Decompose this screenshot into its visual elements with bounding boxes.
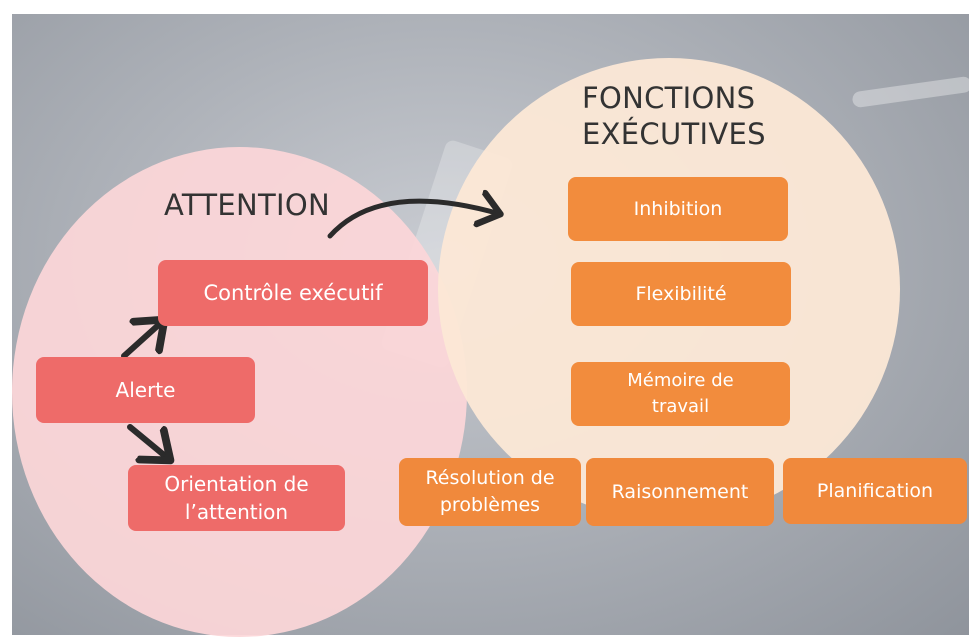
fonctions-executives-heading: FONCTIONS EXÉCUTIVES: [582, 81, 766, 151]
flexibilite-box: Flexibilité: [571, 262, 791, 326]
attention-heading: ATTENTION: [164, 188, 331, 222]
planification-box: Planification: [783, 458, 967, 524]
orientation-attention-box: Orientation de l’attention: [128, 465, 345, 531]
alerte-box: Alerte: [36, 357, 255, 423]
resolution-de-problemes-box: Résolution de problèmes: [399, 458, 581, 526]
controle-executif-box: Contrôle exécutif: [158, 260, 428, 326]
inhibition-box: Inhibition: [568, 177, 788, 241]
memoire-de-travail-box: Mémoire de travail: [571, 362, 790, 426]
background-streak: [851, 75, 969, 109]
raisonnement-box: Raisonnement: [586, 458, 774, 526]
